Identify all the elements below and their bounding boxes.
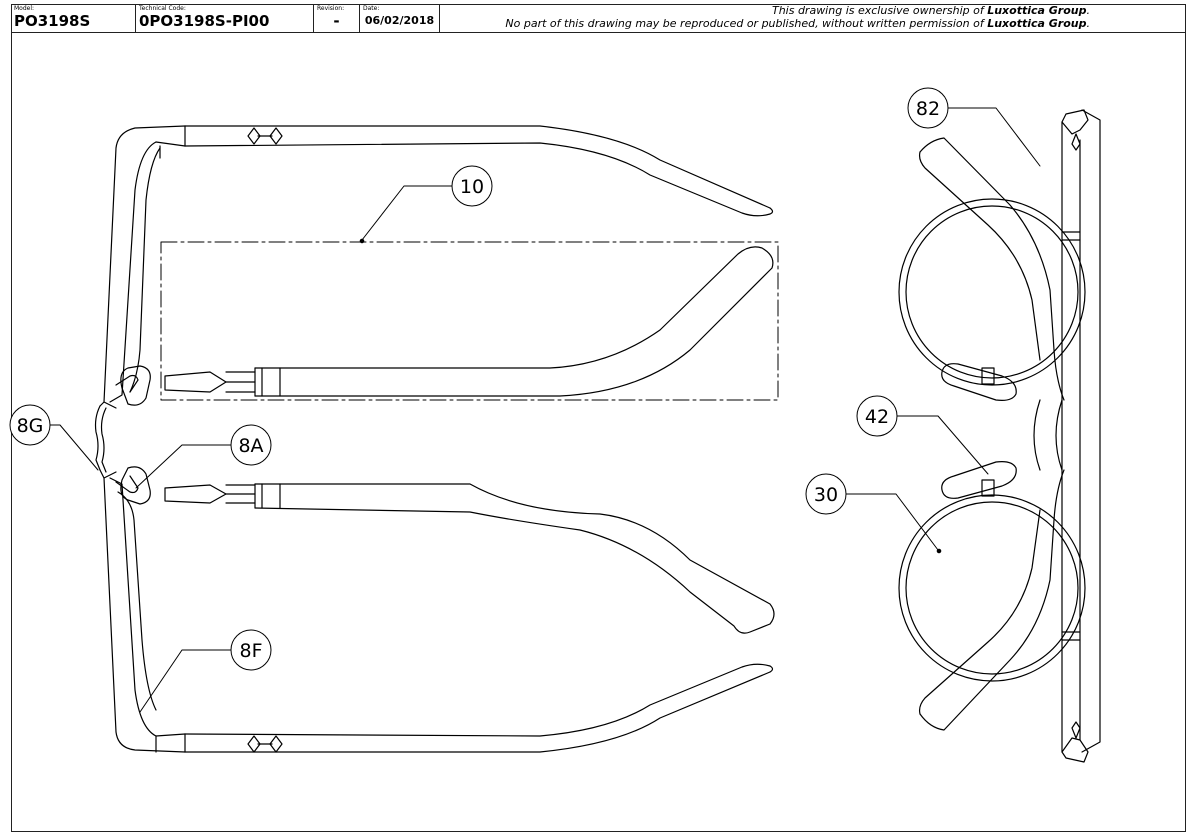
hinge-arrow-bottom <box>1071 721 1081 739</box>
front-rim-lower-inner2 <box>117 491 157 711</box>
nose-pad-upper-arm <box>115 374 139 393</box>
frame-bar-right <box>1081 109 1101 753</box>
technical-code-cell: Technical Code: 0PO3198S-PI00 <box>136 4 314 32</box>
folded-temple-lower <box>254 483 775 634</box>
model-label: Model: <box>14 5 35 12</box>
callout-10-dot <box>359 238 365 244</box>
front-pad-clip-upper <box>981 367 995 385</box>
callout-10-leader <box>361 185 453 241</box>
callouts: 10 82 8G 8A 42 30 8F <box>9 87 1041 713</box>
rivet-right-lower <box>269 735 283 753</box>
revision-cell: Revision: - <box>314 4 360 32</box>
upper-lens-inner <box>905 205 1079 379</box>
hinge-line-b <box>155 141 186 147</box>
front-pad-clip-lower <box>981 479 995 497</box>
front-nose-pad-upper <box>941 363 1017 401</box>
bridge-curve-b <box>100 407 107 473</box>
detail-boundary <box>160 241 779 401</box>
front-nose-pad-lower <box>941 461 1017 499</box>
model-cell: Model: PO3198S <box>11 4 136 32</box>
bridge-curve-a <box>94 405 101 471</box>
callout-8f-label: 8F <box>239 640 262 662</box>
top-view-lower <box>99 466 775 753</box>
front-temple-lower-b <box>918 509 1041 715</box>
note2-pre: No part of this drawing may be reproduce… <box>505 17 988 30</box>
lower-lens-inner <box>905 501 1079 675</box>
callout-8a-leader <box>135 444 232 489</box>
model-value: PO3198S <box>14 12 91 30</box>
front-bridge-a <box>1033 399 1041 471</box>
front-rim-lower-outer <box>99 469 186 753</box>
note1-pre: This drawing is exclusive ownership of <box>771 4 988 17</box>
front-temple-upper-b <box>918 151 1041 361</box>
callout-42-label: 42 <box>865 406 889 428</box>
technical-code-value: 0PO3198S-PI00 <box>139 12 270 30</box>
callout-42-leader <box>896 415 989 475</box>
hinge-cap-bottom <box>1061 737 1089 763</box>
revision-value: - <box>333 12 340 30</box>
front-rim-upper-inner <box>109 141 157 403</box>
temple-lower-top <box>184 663 771 737</box>
upper-lens-outer <box>898 198 1086 386</box>
front-temple-upper <box>919 137 1065 401</box>
callout-10-label: 10 <box>460 176 484 198</box>
hinge-cap-top <box>1061 109 1089 135</box>
top-view-upper <box>99 125 774 409</box>
date-label: Date: <box>363 5 380 12</box>
callout-8a-label: 8A <box>238 435 263 457</box>
callout-30-label: 30 <box>814 484 838 506</box>
nose-pad-lower-arm <box>115 475 139 494</box>
title-block: Model: PO3198S Technical Code: 0PO3198S-… <box>11 4 1186 33</box>
note2-company: Luxottica Group <box>987 17 1087 30</box>
callout-30-dot <box>936 548 942 554</box>
front-rim-upper-inner2 <box>129 147 161 393</box>
front-bridge-b <box>1055 399 1063 471</box>
front-rim-upper-outer <box>99 125 186 407</box>
note1-post: . <box>1086 4 1091 17</box>
rivet-right-upper <box>269 127 283 145</box>
callout-8g-label: 8G <box>17 415 44 437</box>
folded-temple-lower-end <box>164 484 227 504</box>
callout-8f-leader <box>139 649 232 713</box>
callout-8g-leader <box>49 424 99 471</box>
front-temple-lower <box>919 469 1065 731</box>
note1-company: Luxottica Group <box>987 4 1087 17</box>
date-value: 06/02/2018 <box>364 14 435 27</box>
temple-top <box>184 125 771 209</box>
revision-label: Revision: <box>317 5 345 12</box>
date-cell: Date: 06/02/2018 <box>360 4 440 32</box>
temple-bottom <box>184 142 771 217</box>
front-view <box>898 109 1101 763</box>
rim-edge-lower <box>103 471 117 479</box>
hinge-lower-b <box>155 733 186 737</box>
hinge-arrow-top <box>1071 133 1081 151</box>
detail-temple-end <box>164 371 227 393</box>
callout-30-leader <box>845 493 939 551</box>
ownership-note-cell: This drawing is exclusive ownership of L… <box>440 4 1186 32</box>
temple-detail-box <box>160 241 779 401</box>
rim-edge <box>103 401 117 409</box>
detail-temple-top <box>254 246 774 397</box>
technical-code-label: Technical Code: <box>139 5 186 12</box>
callout-82-leader <box>947 107 1041 167</box>
temple-lower-bottom <box>184 671 771 753</box>
ownership-note-line-2: No part of this drawing may be reproduce… <box>505 17 1090 30</box>
note2-post: . <box>1086 17 1091 30</box>
lower-lens-outer <box>898 494 1086 682</box>
nose-pad-upper <box>120 365 151 406</box>
nose-pad-lower <box>120 466 151 505</box>
temple-tip <box>769 207 774 215</box>
ownership-note-line-1: This drawing is exclusive ownership of L… <box>772 4 1090 17</box>
callout-82-label: 82 <box>916 98 940 120</box>
front-rim-lower-inner <box>109 477 157 737</box>
temple-lower-tip <box>769 665 774 673</box>
bridge-side <box>94 405 107 473</box>
